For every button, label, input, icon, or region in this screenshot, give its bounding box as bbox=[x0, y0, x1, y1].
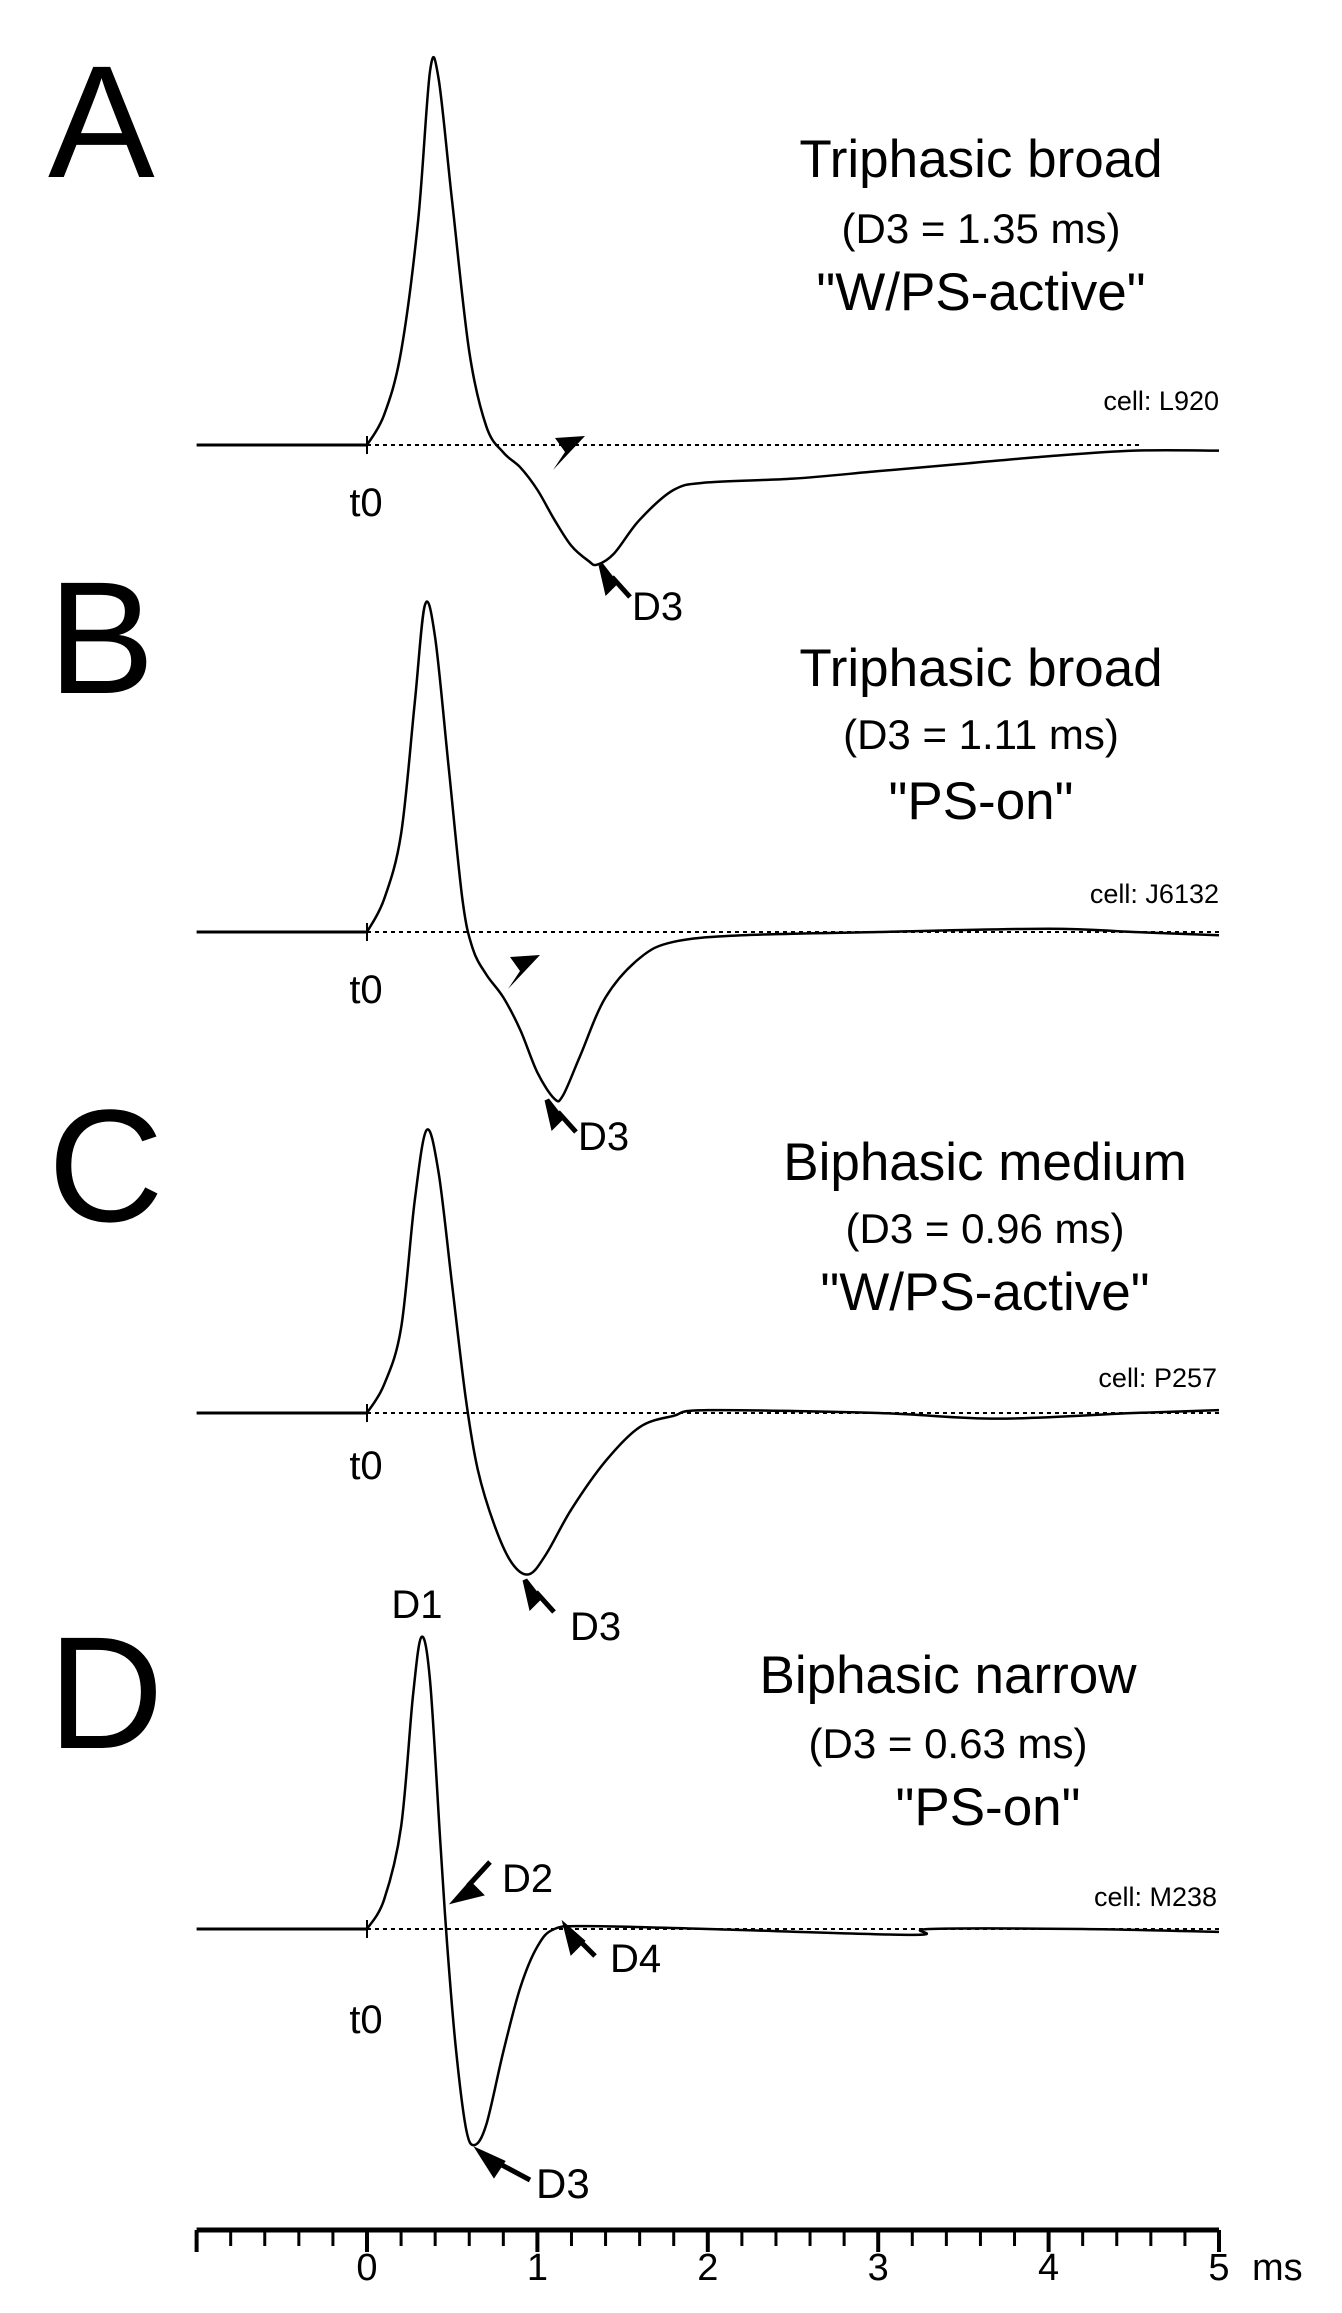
class-label: "PS-on" bbox=[889, 772, 1074, 831]
tick-label: 0 bbox=[356, 2247, 377, 2289]
d3-arrow-icon bbox=[544, 1098, 578, 1134]
panel-letter: A bbox=[48, 32, 155, 211]
panel-b: B Triphasic broad (D3 = 1.11 ms) "PS-on"… bbox=[48, 548, 1219, 1159]
tick-label: 4 bbox=[1038, 2247, 1059, 2289]
t0-label: t0 bbox=[349, 481, 382, 525]
panel-letter: C bbox=[48, 1076, 164, 1255]
t0-label: t0 bbox=[349, 1998, 382, 2042]
arrowhead-icon bbox=[508, 955, 540, 989]
d2-label: D2 bbox=[502, 1857, 553, 1901]
panel-subtitle: (D3 = 1.11 ms) bbox=[843, 711, 1119, 758]
trace-b bbox=[196, 600, 1220, 1103]
panel-subtitle: (D3 = 1.35 ms) bbox=[842, 205, 1121, 252]
cell-id: cell: P257 bbox=[1098, 1363, 1217, 1393]
panel-title: Triphasic broad bbox=[799, 639, 1162, 698]
trace-c bbox=[196, 1128, 1220, 1576]
tick-label: 1 bbox=[527, 2247, 548, 2289]
trace-d bbox=[196, 1635, 1220, 2147]
cell-id: cell: L920 bbox=[1103, 386, 1219, 416]
time-axis: ms 0 1 2 3 4 5 bbox=[194, 2227, 1303, 2289]
d4-label: D4 bbox=[610, 1937, 661, 1981]
d3-arrow-icon bbox=[473, 2146, 532, 2183]
waveform-line bbox=[365, 1635, 1220, 2147]
tick-label: 3 bbox=[868, 2247, 889, 2289]
d3-label: D3 bbox=[632, 585, 683, 629]
d3-label: D3 bbox=[536, 2160, 590, 2207]
waveform-line bbox=[365, 1128, 1220, 1576]
panel-letter: D bbox=[48, 1603, 164, 1782]
class-label: "PS-on" bbox=[896, 1778, 1081, 1837]
traces bbox=[196, 55, 1220, 2147]
panel-letter: B bbox=[48, 548, 155, 727]
arrowhead-icon bbox=[553, 436, 585, 470]
tick-label: 5 bbox=[1208, 2247, 1229, 2289]
panel-subtitle: (D3 = 0.96 ms) bbox=[846, 1205, 1125, 1252]
d2-arrow-icon bbox=[448, 1860, 492, 1905]
panel-title: Biphasic medium bbox=[783, 1133, 1187, 1192]
axis-unit-label: ms bbox=[1252, 2247, 1303, 2289]
trace-a bbox=[196, 55, 1220, 567]
cell-id: cell: M238 bbox=[1094, 1882, 1217, 1912]
cell-id: cell: J6132 bbox=[1090, 879, 1219, 909]
panel-title: Biphasic narrow bbox=[759, 1646, 1137, 1705]
panel-title: Triphasic broad bbox=[799, 130, 1162, 189]
class-label: "W/PS-active" bbox=[816, 263, 1145, 322]
d1-label: D1 bbox=[391, 1583, 442, 1627]
class-label: "W/PS-active" bbox=[820, 1263, 1149, 1322]
tick-label: 2 bbox=[697, 2247, 718, 2289]
panel-c: C Biphasic medium (D3 = 0.96 ms) "W/PS-a… bbox=[48, 1076, 1217, 1649]
d3-label: D3 bbox=[570, 1605, 621, 1649]
panel-a: A Triphasic broad (D3 = 1.35 ms) "W/PS-a… bbox=[48, 32, 1219, 629]
d3-arrow-icon bbox=[522, 1578, 556, 1614]
t0-label: t0 bbox=[349, 1444, 382, 1488]
waveform-line bbox=[365, 600, 1220, 1103]
panel-d: D D1 Biphasic narrow (D3 = 0.63 ms) "PS-… bbox=[48, 1583, 1217, 2207]
waveform-line bbox=[365, 55, 1220, 567]
d3-label: D3 bbox=[578, 1115, 629, 1159]
panel-subtitle: (D3 = 0.63 ms) bbox=[809, 1720, 1088, 1767]
t0-label: t0 bbox=[349, 968, 382, 1012]
d4-arrow-icon bbox=[561, 1919, 597, 1958]
d3-arrow-icon bbox=[598, 563, 632, 599]
